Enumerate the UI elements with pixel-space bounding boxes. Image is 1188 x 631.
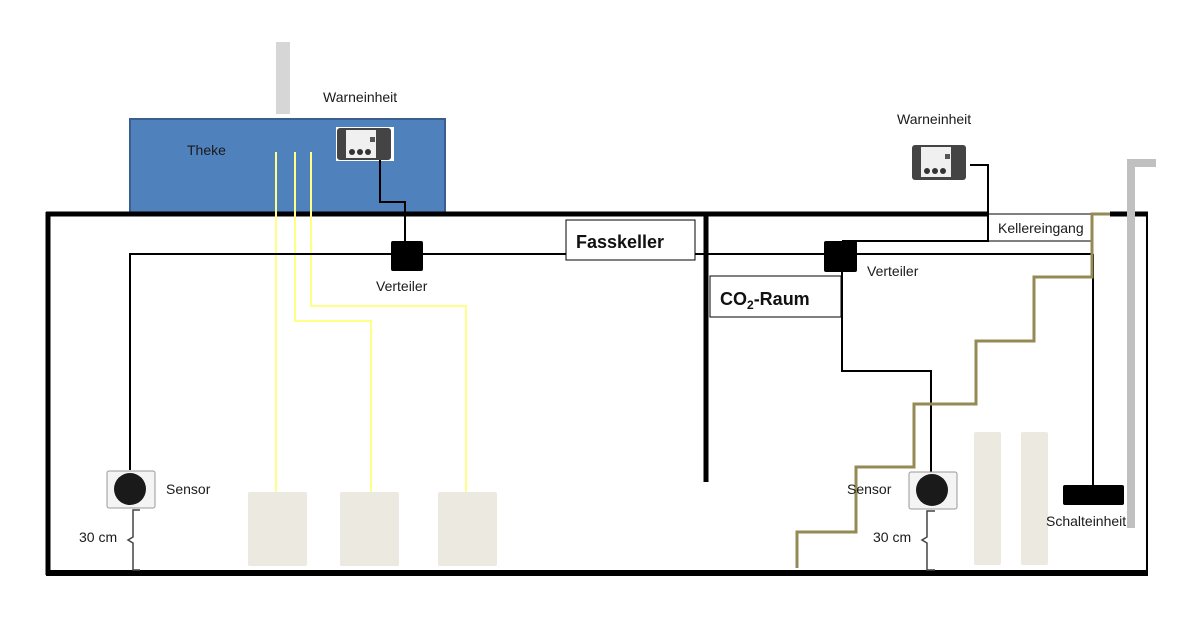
distance-bracket-left bbox=[126, 509, 140, 571]
label-sensor-left: Sensor bbox=[166, 481, 211, 497]
vent-pipe-left bbox=[276, 42, 290, 114]
distributor-right bbox=[824, 241, 857, 272]
gas-cylinders bbox=[974, 432, 1048, 565]
label-sensor-right: Sensor bbox=[847, 481, 892, 497]
building-walls bbox=[45, 211, 1148, 576]
room-label-co2-raum: CO2-Raum bbox=[720, 289, 810, 312]
kegs-fasskeller bbox=[248, 492, 497, 566]
distributor-left bbox=[391, 241, 423, 271]
sensor-left bbox=[106, 470, 156, 509]
label-distance-right: 30 cm bbox=[873, 529, 911, 545]
label-distance-left: 30 cm bbox=[79, 529, 117, 545]
signal-cables-right bbox=[841, 164, 1094, 486]
room-label-fasskeller-box bbox=[565, 219, 696, 261]
cellar-entrance-box bbox=[987, 213, 1092, 242]
counter-theke bbox=[129, 118, 446, 215]
label-kellereingang: Kellereingang bbox=[998, 220, 1084, 236]
label-schalteinheit: Schalteinheit bbox=[1046, 513, 1126, 529]
co2-lines bbox=[275, 152, 467, 493]
label-verteiler-left: Verteiler bbox=[376, 278, 428, 294]
staircase bbox=[795, 212, 1110, 568]
sensor-right bbox=[908, 471, 958, 510]
label-theke: Theke bbox=[187, 142, 226, 158]
vent-pipe-right bbox=[1127, 159, 1156, 528]
switch-unit bbox=[1063, 485, 1124, 505]
distance-bracket-right bbox=[920, 510, 935, 571]
room-label-co2-box bbox=[709, 275, 842, 318]
room-label-fasskeller: Fasskeller bbox=[576, 232, 664, 252]
warning-unit-left bbox=[336, 127, 394, 161]
label-warneinheit-left: Warneinheit bbox=[323, 89, 397, 105]
label-verteiler-right: Verteiler bbox=[867, 263, 919, 279]
warning-unit-right bbox=[912, 145, 966, 180]
label-warneinheit-right: Warneinheit bbox=[897, 111, 971, 127]
